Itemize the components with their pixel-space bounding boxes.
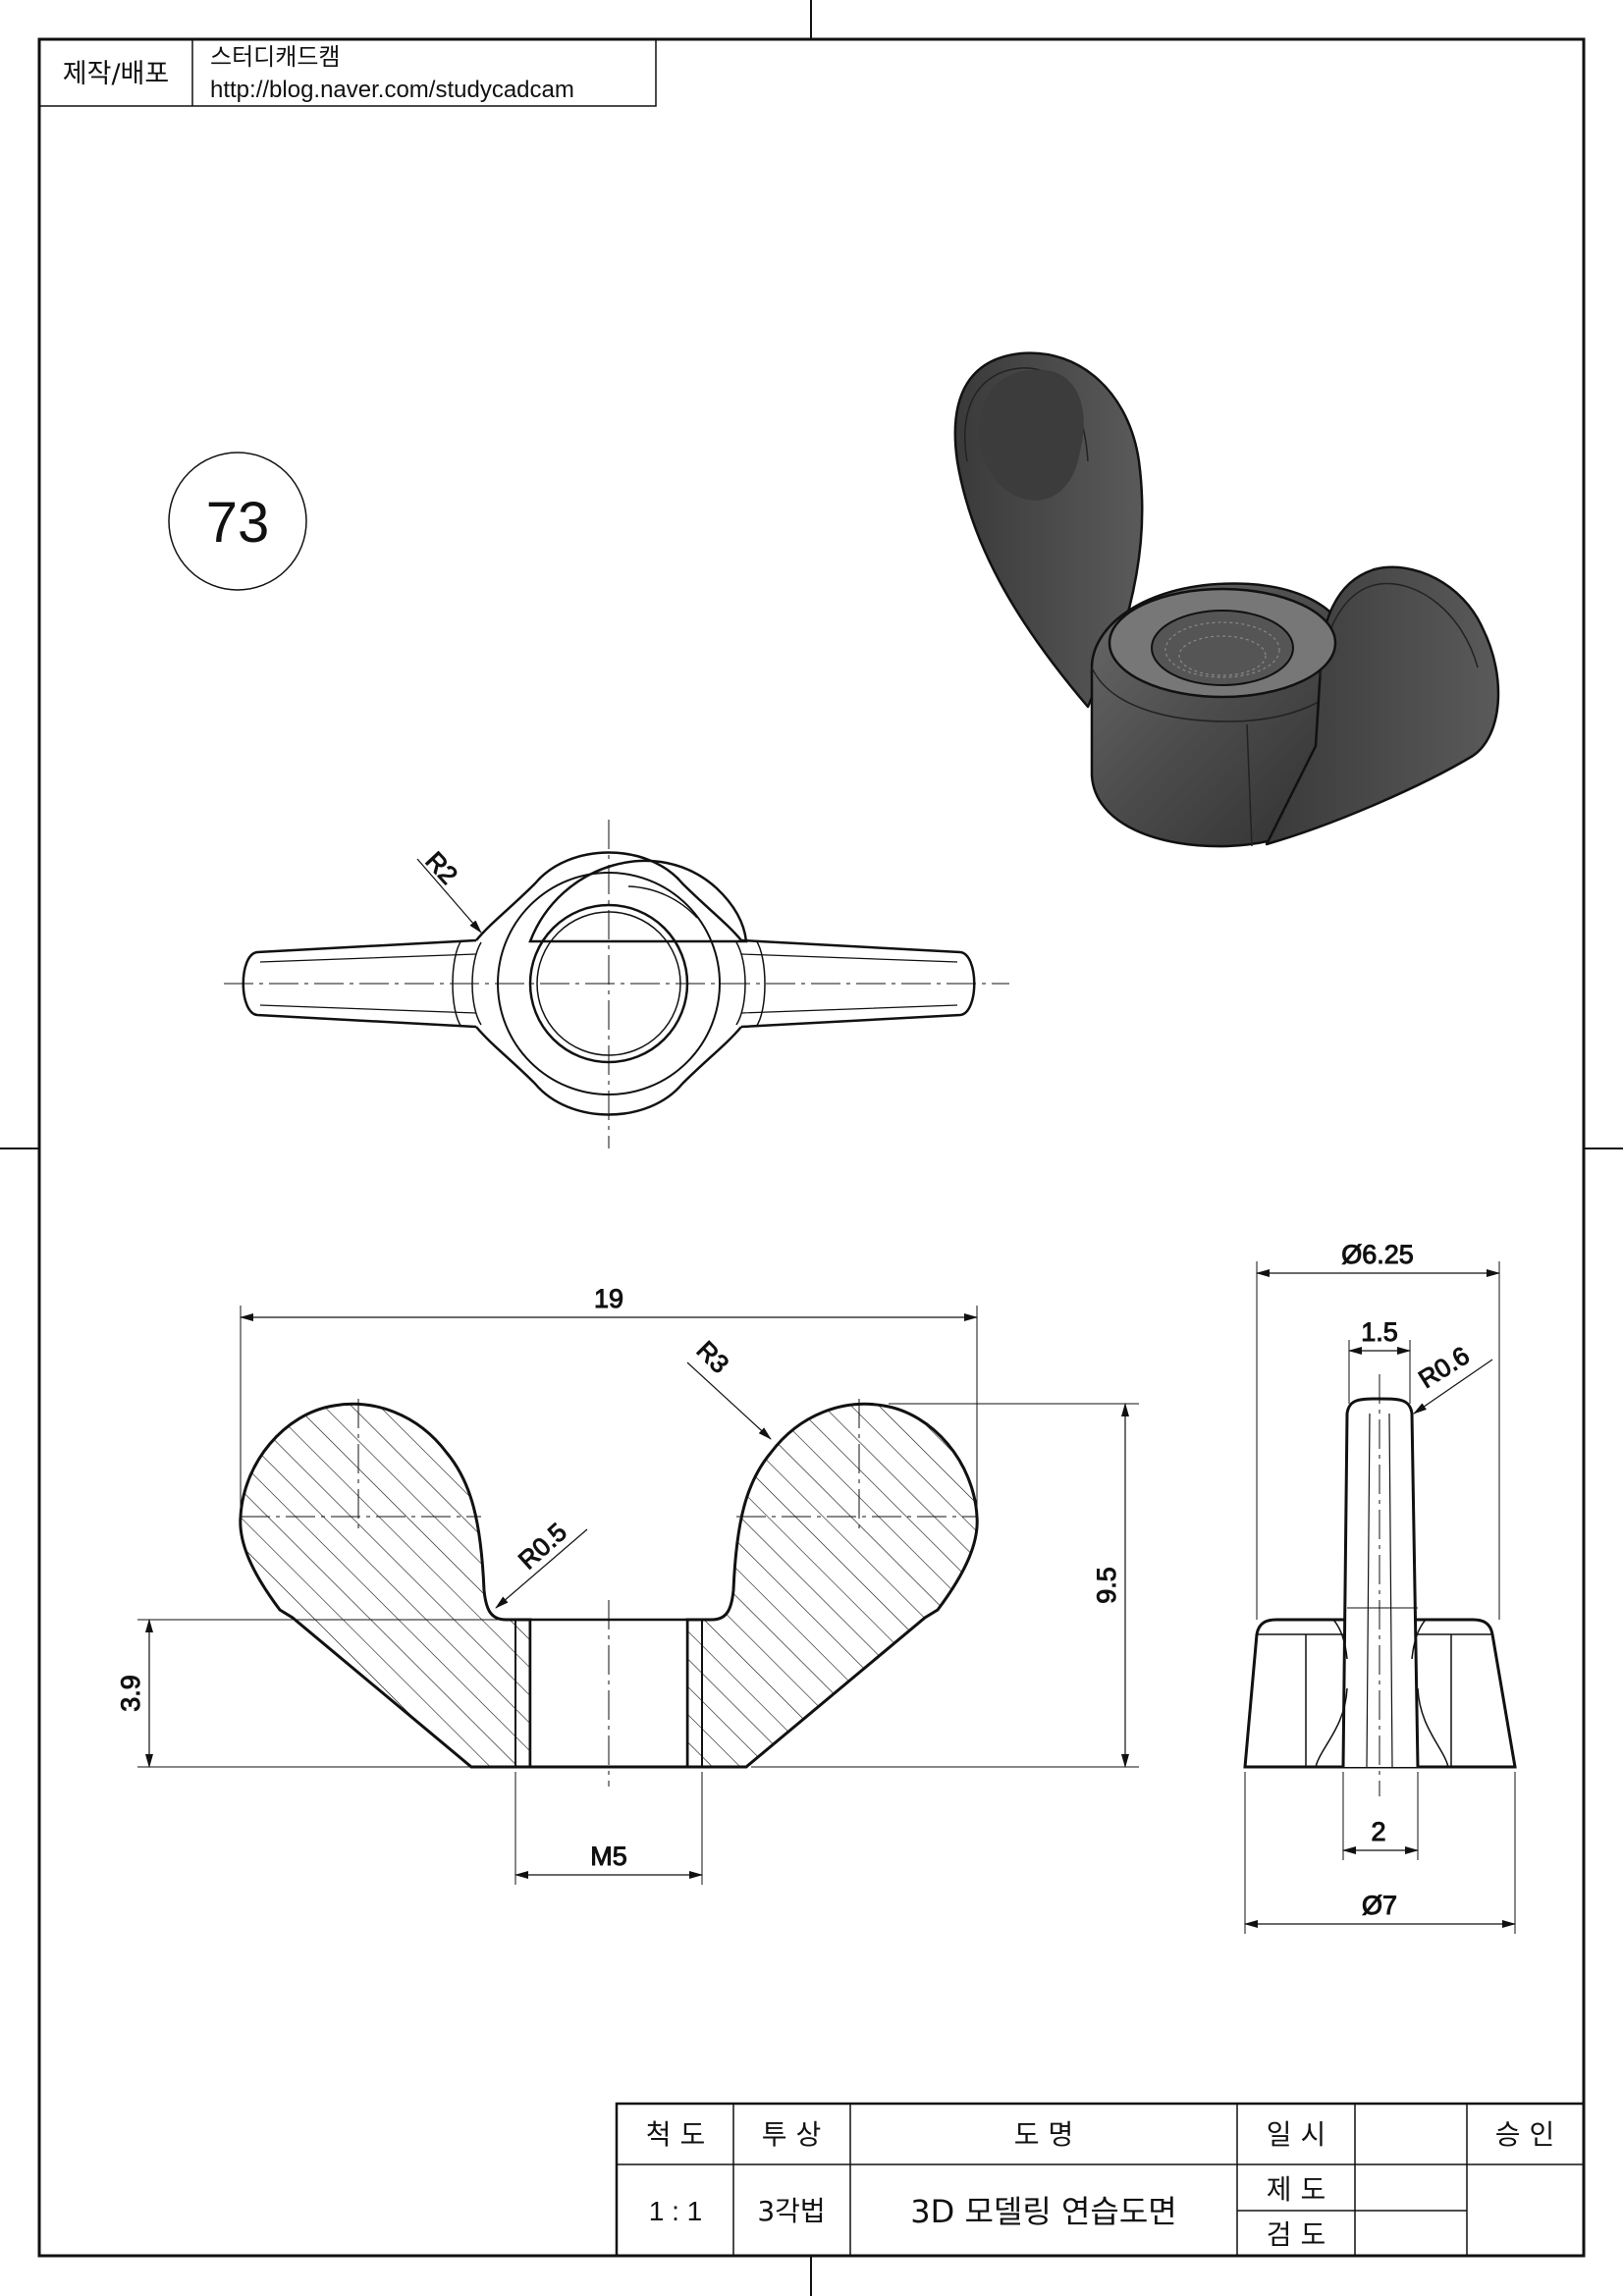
dim-3-9: 3.9	[116, 1675, 145, 1712]
threaded-hole	[1151, 610, 1294, 686]
isometric-view	[953, 351, 1500, 848]
dim-d6-25: Ø6.25	[1341, 1240, 1414, 1269]
dim-r0-6: R0.6	[1413, 1341, 1474, 1395]
dim-9-5: 9.5	[1092, 1567, 1121, 1604]
dim-d7: Ø7	[1362, 1891, 1397, 1920]
front-section-view: 19 R3 R0.5 9.5 3.9 M5	[116, 1284, 1139, 1885]
right-section	[685, 1402, 979, 1769]
checked-label: 검 도	[1267, 2218, 1325, 2251]
site-name: 스터디캐드캠	[210, 43, 340, 71]
left-section	[239, 1402, 532, 1769]
side-view: Ø6.25 1.5 R0.6 2 Ø7	[1243, 1240, 1517, 1934]
dim-m5: M5	[590, 1842, 627, 1871]
producer-label: 제작/배포	[63, 59, 169, 89]
drawing-name-label: 도 명	[1014, 2118, 1073, 2151]
problem-number-badge: 73	[168, 452, 307, 591]
scale-label: 척 도	[646, 2118, 705, 2151]
dim-2: 2	[1371, 1817, 1385, 1846]
header-box: 제작/배포 스터디캐드캠 http://blog.naver.com/study…	[38, 38, 657, 107]
drawing-name-value: 3D 모델링 연습도면	[910, 2193, 1176, 2230]
projection-value: 3각법	[757, 2195, 825, 2227]
title-block: 척 도 투 상 도 명 일 시 승 인 1 : 1 3각법 3D 모델링 연습도…	[615, 2102, 1586, 2258]
scale-value: 1 : 1	[649, 2196, 702, 2226]
site-url[interactable]: http://blog.naver.com/studycadcam	[210, 77, 574, 103]
dim-1-5: 1.5	[1361, 1317, 1398, 1347]
date-label: 일 시	[1267, 2118, 1325, 2151]
projection-label: 투 상	[762, 2118, 821, 2151]
dim-r0-5: R0.5	[513, 1517, 572, 1575]
drawn-label: 제 도	[1267, 2173, 1325, 2206]
dim-r2: R2	[420, 846, 464, 890]
top-view: R2	[224, 820, 1009, 1148]
approval-label: 승 인	[1495, 2118, 1554, 2151]
dim-19: 19	[594, 1284, 623, 1313]
problem-number: 73	[206, 491, 270, 555]
